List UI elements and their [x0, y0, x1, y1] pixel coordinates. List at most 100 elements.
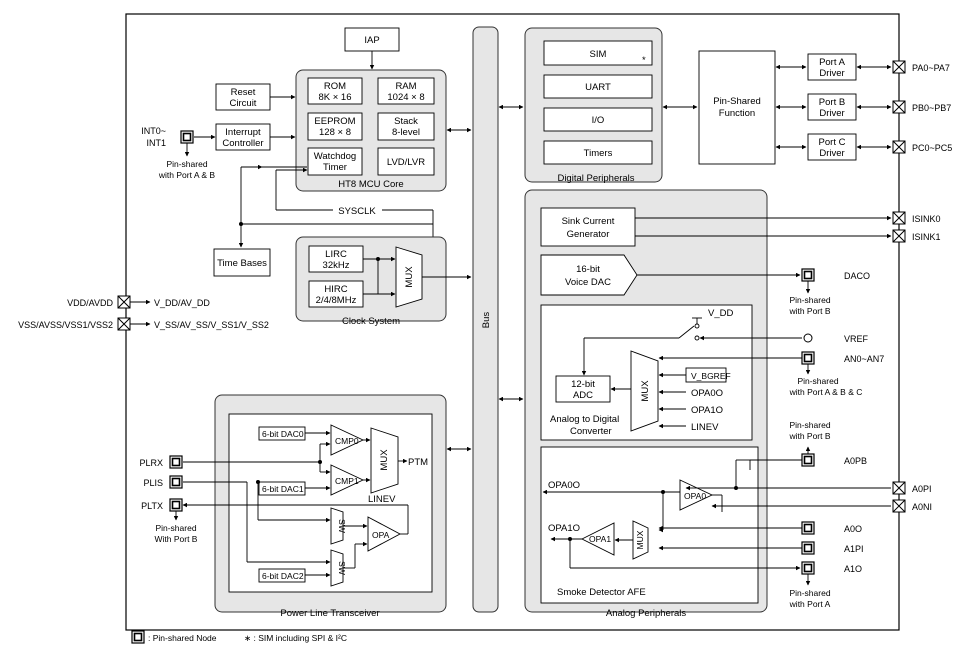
a0ni-label: A0NI [912, 502, 932, 512]
reset-label: Reset [231, 87, 256, 98]
a0pb-shared-note: Pin-shared [789, 420, 830, 430]
timers-label: Timers [584, 148, 613, 159]
pltx-shared-note-2: With Port B [155, 534, 198, 544]
adc-title-2: Converter [570, 426, 612, 437]
port-a-driver [807, 53, 857, 81]
pb-pin-label: PB0~PB7 [912, 103, 951, 113]
legend-node-icon [131, 630, 145, 644]
digital-peripherals-title: Digital Peripherals [557, 173, 634, 184]
ptm-label: PTM [408, 457, 428, 468]
adc-label: 12-bit [571, 379, 595, 390]
plt-title: Power Line Transceiver [280, 608, 379, 619]
vss-pin-icon [117, 317, 131, 331]
int-pin-label: INT0~ [141, 126, 166, 136]
vdd-pin-label: VDD/AVDD [67, 298, 113, 308]
adc-mux-label: MUX [640, 380, 651, 402]
sink-label: Sink Current [562, 216, 615, 227]
vss-pin-label: VSS/AVSS/VSS1/VSS2 [18, 320, 113, 330]
daco-shared-note: Pin-shared [789, 295, 830, 305]
analog-peripherals-title: Analog Peripherals [606, 608, 687, 619]
afe-mux-label: MUX [635, 530, 645, 549]
daco-label: DACO [844, 271, 870, 281]
time-bases-label: Time Bases [217, 258, 267, 269]
isink0-pin-icon [892, 211, 906, 225]
an-shared-note-2: with Port A & B & C [789, 387, 863, 397]
system-bus [472, 26, 499, 613]
a0pi-pin-icon [892, 481, 906, 495]
pin-shared-function-label: Pin-Shared [713, 96, 761, 107]
mcu-core-title: HT8 MCU Core [338, 179, 403, 190]
pltx-shared-note: Pin-shared [155, 523, 196, 533]
pb-pin-icon [892, 100, 906, 114]
plrx-label: PLRX [139, 458, 163, 468]
eeprom-label: EEPROM [314, 116, 355, 127]
port-b-label: Port B [819, 97, 845, 108]
opa0o-label: OPA0O [548, 480, 580, 491]
adc-linev-input: LINEV [691, 422, 719, 433]
an-label: AN0~AN7 [844, 354, 884, 364]
a1o-node-icon [801, 561, 815, 575]
time-bases [213, 248, 271, 277]
sw1-label: SW [337, 519, 347, 533]
a0pb-node-icon [801, 453, 815, 467]
port-c-label-2: Driver [819, 148, 844, 159]
stack-label: Stack [394, 116, 418, 127]
clock-system: LIRC 32kHz HIRC 2/4/8MHz MUX Clock Syste… [295, 236, 472, 327]
hirc-label: HIRC [324, 284, 347, 295]
sw2-label: SW [337, 561, 347, 575]
isink0-label: ISINK0 [912, 214, 941, 224]
reset-label-2: Circuit [230, 98, 257, 109]
hirc-freq: 2/4/8MHz [316, 295, 357, 306]
a0o-node-icon [801, 521, 815, 535]
clock-system-title: Clock System [342, 316, 400, 327]
rom-size: 8K × 16 [318, 92, 351, 103]
a1pi-label: A1PI [844, 544, 864, 554]
daco-shared-note-2: with Port B [788, 306, 830, 316]
port-b-driver [807, 93, 857, 121]
isink1-pin-icon [892, 229, 906, 243]
opa0-label: OPA0 [684, 491, 706, 501]
interrupt-label: Interrupt [225, 127, 261, 138]
port-c-label: Port C [819, 137, 846, 148]
ram-label: RAM [395, 81, 416, 92]
plis-node-icon [169, 475, 183, 489]
watchdog-label: Watchdog [314, 151, 356, 162]
isink1-label: ISINK1 [912, 232, 941, 242]
int-pin-label-2: INT1 [146, 138, 166, 148]
lvd-label: LVD/LVR [387, 157, 425, 168]
an-shared-note: Pin-shared [797, 376, 838, 386]
vss-internal-label: V_SS/AV_SS/V_SS1/V_SS2 [154, 320, 269, 330]
dac1-label: 6-bit DAC1 [262, 484, 304, 494]
stack-level: 8-level [392, 127, 420, 138]
afe-title: Smoke Detector AFE [557, 587, 646, 598]
plrx-node-icon [169, 455, 183, 469]
vdd-ref-label: V_DD [708, 308, 733, 319]
vbgref-label: V_BGREF [691, 371, 731, 381]
a0o-label: A0O [844, 524, 862, 534]
int-pinshared-note: Pin-shared [166, 159, 207, 169]
sim-label: SIM [590, 49, 607, 60]
port-c-driver [807, 133, 857, 161]
plt-opa-label: OPA [372, 530, 390, 540]
pa-pin-icon [892, 60, 906, 74]
cmp0-label: CMP0 [335, 436, 359, 446]
lirc-label: LIRC [325, 249, 347, 260]
dac0-label: 6-bit DAC0 [262, 429, 304, 439]
plt-mux-label: MUX [379, 449, 390, 471]
adc-opa0o-input: OPA0O [691, 388, 723, 399]
sink-label-2: Generator [567, 229, 610, 240]
lirc-freq: 32kHz [323, 260, 350, 271]
iap-label: IAP [364, 35, 379, 46]
vref-label: VREF [844, 334, 869, 344]
pa-pin-label: PA0~PA7 [912, 63, 950, 73]
a1o-shared-note-2: with Port A [789, 599, 831, 609]
a1o-label: A1O [844, 564, 862, 574]
legend-node-label: : Pin-shared Node [148, 633, 217, 643]
sysclk-label: SYSCLK [338, 206, 376, 217]
adc-title: Analog to Digital [550, 414, 619, 425]
analog-peripherals: Analog Peripherals Sink Current Generato… [524, 189, 941, 619]
pin-shared-function [698, 50, 776, 165]
voice-dac-label-2: Voice DAC [565, 277, 611, 288]
pltx-label: PLTX [141, 501, 163, 511]
